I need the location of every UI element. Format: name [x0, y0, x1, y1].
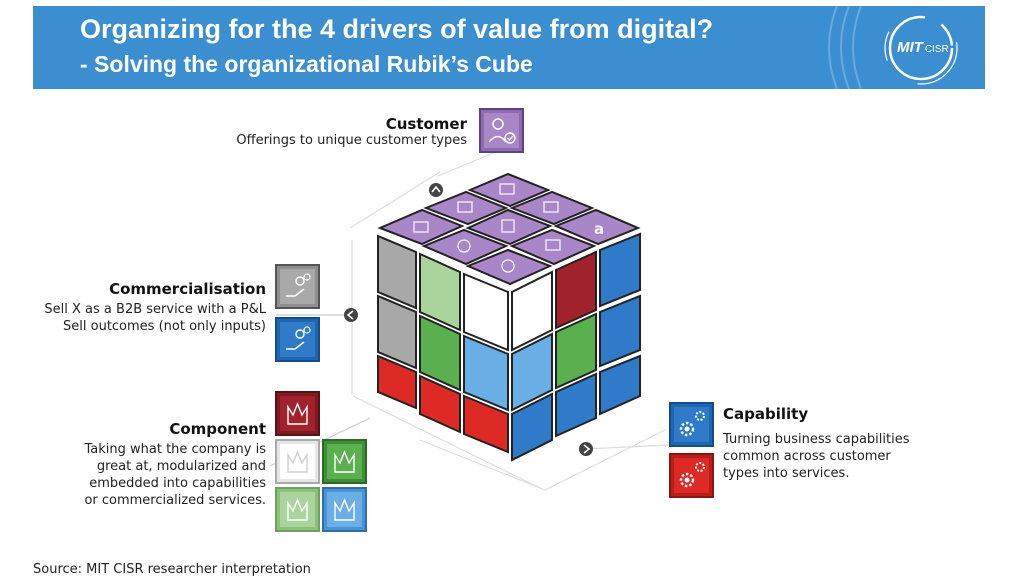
document-icon [413, 221, 429, 233]
building-icon [543, 201, 559, 213]
page-subtitle: - Solving the organizational Rubik’s Cub… [80, 51, 533, 77]
hand-coin-icon-blue [275, 317, 320, 362]
hand-coin-icon-gray [275, 264, 320, 309]
top-tile-6 [553, 208, 641, 246]
top-tile-5 [465, 208, 553, 246]
capability-title: Capability [723, 405, 809, 423]
right-tile-r2c2 [555, 312, 597, 390]
left-arrow-badge [344, 308, 358, 322]
right-tile-r2c3 [599, 294, 641, 368]
commercialisation-line: Sell outcomes (not only inputs) [63, 319, 266, 334]
right-tile-r1c3 [599, 232, 641, 308]
logo-mark: MIT [897, 39, 923, 56]
crown-icon-white [275, 439, 320, 484]
right-tile-r3c1 [511, 392, 553, 462]
customer-user-check-icon [479, 108, 524, 153]
crown-icon-green [322, 439, 367, 484]
customer-title: Customer [385, 115, 467, 133]
top-tile-2 [423, 190, 509, 226]
right-arrow-badge [579, 442, 593, 456]
top-tile-7 [421, 228, 509, 266]
component-line: great at, modularized and [96, 459, 266, 474]
left-tile-r1c2 [419, 252, 461, 332]
left-tile-r2c1 [377, 294, 417, 370]
commercialisation-description: Sell X as a B2B service with a P&L Sell … [44, 301, 266, 335]
commercialisation-line: Sell X as a B2B service with a P&L [44, 302, 266, 317]
gears-icon-red [669, 453, 714, 498]
customer-line: Offerings to unique customer types [236, 133, 467, 148]
right-tile-r1c1 [511, 270, 553, 352]
building-icon [457, 201, 473, 213]
top-tile-8 [509, 228, 597, 266]
amazon-logo-icon: a [594, 220, 604, 238]
left-tile-r1c1 [377, 234, 417, 310]
right-tile-r3c2 [555, 372, 597, 438]
crown-icon-darkred [275, 391, 320, 436]
logo-arcs-icon [828, 6, 958, 89]
top-tile-3 [509, 190, 595, 226]
capability-line: types into services. [723, 466, 850, 481]
capability-description: Turning business capabilities common acr… [723, 431, 910, 482]
top-tile-9 [465, 248, 553, 286]
component-line: embedded into capabilities [89, 476, 266, 491]
source-note: Source: MIT CISR researcher interpretati… [33, 562, 311, 577]
capability-line: Turning business capabilities [723, 432, 910, 447]
right-tile-r3c3 [599, 354, 641, 416]
capability-line: common across customer [723, 449, 891, 464]
page-title: Organizing for the 4 drivers of value fr… [80, 14, 714, 44]
component-line: Taking what the company is [84, 442, 267, 457]
top-tile-1 [467, 172, 551, 208]
people-icon [457, 239, 471, 253]
crown-icon-lightgreen [275, 487, 320, 532]
crown-icon-blue [322, 487, 367, 532]
top-tile-glyphs: a [413, 183, 604, 273]
screen-icon [545, 239, 561, 251]
gears-icon-blue [669, 402, 714, 447]
component-description: Taking what the company is great at, mod… [84, 441, 266, 509]
component-title: Component [169, 420, 266, 438]
logo-suffix: CISR [924, 44, 949, 55]
commercialisation-title: Commercialisation [109, 280, 266, 298]
left-tile-r3c3 [463, 394, 509, 454]
left-tile-r3c1 [377, 354, 417, 410]
header-banner: Organizing for the 4 drivers of value fr… [33, 6, 985, 89]
left-tile-r1c3 [463, 272, 509, 352]
cube-faces [377, 172, 641, 462]
person-icon [501, 259, 515, 273]
right-tile-r2c1 [511, 332, 553, 412]
building-icon [499, 183, 515, 195]
left-tile-r2c3 [463, 334, 509, 412]
customer-description: Offerings to unique customer types [236, 132, 467, 149]
up-arrow-badge [429, 183, 443, 197]
component-line: or commercialized services. [84, 493, 266, 508]
left-tile-r2c2 [419, 314, 461, 392]
top-tile-4 [377, 208, 465, 246]
building-icon [501, 219, 515, 233]
right-tile-r1c2 [555, 250, 597, 330]
left-tile-r3c2 [419, 374, 461, 434]
